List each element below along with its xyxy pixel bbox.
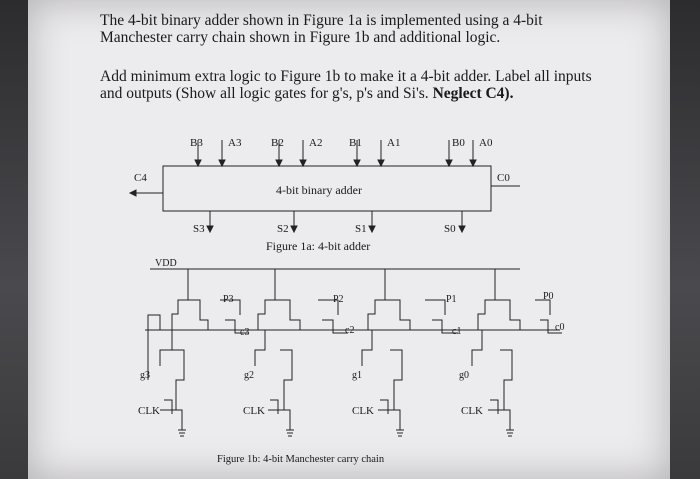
problem-paragraph-2: Add minimum extra logic to Figure 1b to … xyxy=(100,68,600,102)
stage-0 xyxy=(471,269,562,437)
output-arrows xyxy=(206,211,466,234)
input-label-b1: B1 xyxy=(349,137,362,149)
clk-label-2: CLK xyxy=(243,405,265,417)
stage-3 xyxy=(147,269,248,437)
input-label-a0: A0 xyxy=(479,137,493,149)
p1-label: P1 xyxy=(446,294,457,305)
g1-label: g1 xyxy=(352,370,362,381)
input-label-b0: B0 xyxy=(452,137,465,149)
clk-label-3: CLK xyxy=(138,405,160,417)
g0-label: g0 xyxy=(459,370,469,381)
figure-1a-caption: Figure 1a: 4-bit adder xyxy=(266,239,370,253)
c0-label: c0 xyxy=(555,322,564,333)
input-label-b3: B3 xyxy=(190,137,203,149)
figure-1a xyxy=(128,140,520,234)
problem-paragraph-2-bold: Neglect C4). xyxy=(432,85,514,102)
p0-label: P0 xyxy=(543,291,554,302)
output-label-s1: S1 xyxy=(355,223,367,235)
adder-block-label: 4-bit binary adder xyxy=(276,183,362,197)
output-label-s3: S3 xyxy=(193,223,205,235)
input-label-b2: B2 xyxy=(271,137,284,149)
input-label-a2: A2 xyxy=(309,137,322,149)
input-label-a3: A3 xyxy=(228,137,242,149)
problem-paragraph-1: The 4-bit binary adder shown in Figure 1… xyxy=(100,12,543,46)
stage-1 xyxy=(361,269,458,437)
adder-block xyxy=(162,165,492,212)
carry-in-label: C0 xyxy=(497,172,510,184)
c1-label: c1 xyxy=(452,326,461,337)
g2-label: g2 xyxy=(244,370,254,381)
figure-1b-labels: VDD P3 P2 P1 P0 c3 c2 c1 c0 g3 g2 g1 g0 … xyxy=(138,258,564,465)
paper-sheet xyxy=(28,0,670,479)
output-label-s0: S0 xyxy=(444,223,456,235)
output-label-s2: S2 xyxy=(277,223,289,235)
p3-label: P3 xyxy=(223,294,234,305)
input-arrows xyxy=(194,140,477,168)
clk-label-0: CLK xyxy=(461,405,483,417)
p2-label: P2 xyxy=(333,294,344,305)
vdd-label: VDD xyxy=(155,258,177,269)
figure-1b-caption: Figure 1b: 4-bit Manchester carry chain xyxy=(217,454,385,465)
carry-out-label: C4 xyxy=(134,172,147,184)
input-label-a1: A1 xyxy=(387,137,400,149)
c2-label: c2 xyxy=(345,325,354,336)
c3-label: c3 xyxy=(240,327,249,338)
stage-2 xyxy=(254,269,348,437)
clk-label-1: CLK xyxy=(352,405,374,417)
figure-1a-labels: B3 A3 B2 A2 B1 A1 B0 A0 4-bit binary add… xyxy=(134,137,510,253)
problem-paragraph-2-text: Add minimum extra logic to Figure 1b to … xyxy=(100,68,592,102)
figure-1b xyxy=(145,268,562,437)
g3-label: g3 xyxy=(140,370,150,381)
